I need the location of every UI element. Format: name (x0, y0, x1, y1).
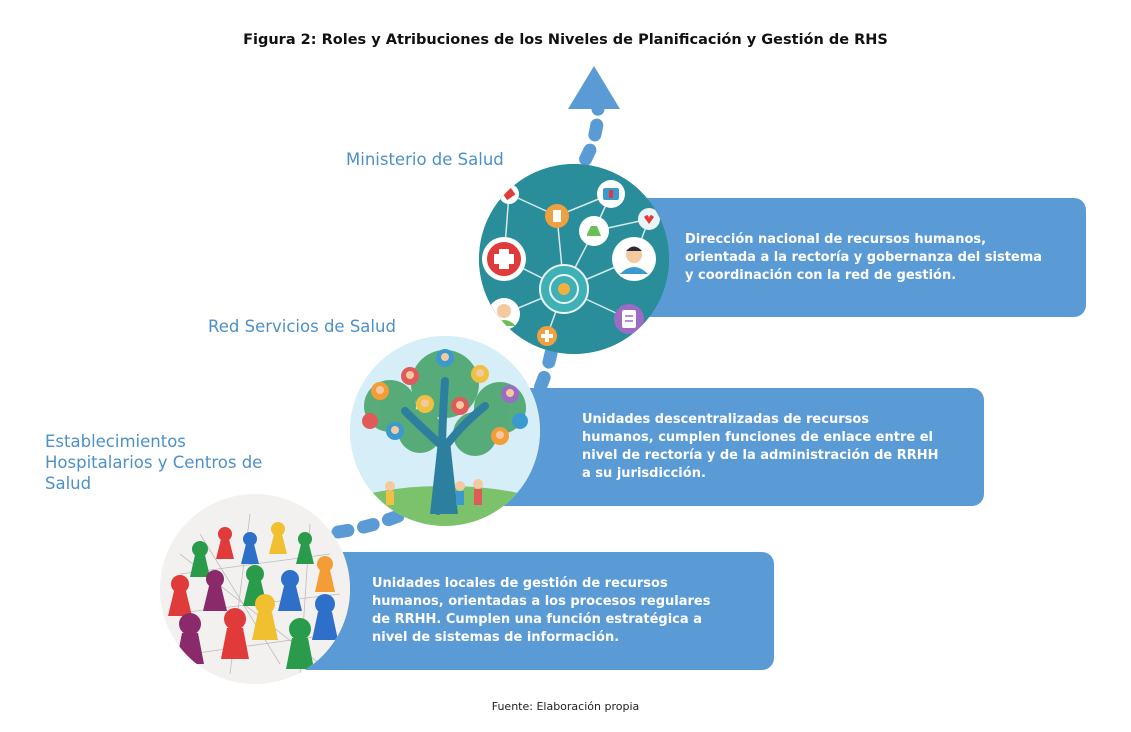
description-line: Unidades descentralizadas de recursos (582, 412, 870, 427)
description-box-ministerio: Dirección nacional de recursos humanos, … (590, 198, 1086, 317)
description-line: humanos, cumplen funciones de enlace ent… (582, 430, 933, 445)
level-label-establecimientos: Establecimientos Hospitalarios y Centros… (45, 431, 262, 494)
description-line: y coordinación con la red de gestión. (685, 267, 957, 283)
description-line: Unidades locales de gestión de recursos (372, 576, 668, 591)
description-line: Dirección nacional de recursos humanos, (685, 231, 987, 247)
level-label-line: Red Servicios de Salud (208, 317, 396, 336)
health-network-image (479, 164, 669, 354)
level-label-ministerio: Ministerio de Salud (346, 149, 504, 170)
level-label-red-servicios: Red Servicios de Salud (208, 316, 396, 337)
description-line: de RRHH. Cumplen una función estratégica… (372, 612, 702, 627)
level-label-line: Establecimientos (45, 432, 186, 451)
tree-network-image (350, 336, 540, 526)
description-box-establecimientos: Unidades locales de gestión de recursos … (290, 552, 774, 670)
level-label-line: Salud (45, 474, 92, 493)
level-label-line: Ministerio de Salud (346, 150, 504, 169)
description-line: nivel de rectoría y de la administración… (582, 448, 939, 463)
description-line: a su jurisdicción. (582, 466, 706, 481)
description-line: nivel de sistemas de información. (372, 630, 620, 645)
description-line: orientada a la rectoría y gobernanza del… (685, 249, 1043, 265)
description-line: humanos, orientadas a los procesos regul… (372, 594, 711, 609)
description-box-red-servicios: Unidades descentralizadas de recursos hu… (490, 388, 984, 506)
game-pieces-network-image (160, 494, 350, 684)
figure-source: Fuente: Elaboración propia (491, 700, 640, 713)
level-label-line: Hospitalarios y Centros de (45, 453, 263, 472)
figure-title: Figura 2: Roles y Atribuciones de los Ni… (243, 32, 888, 48)
